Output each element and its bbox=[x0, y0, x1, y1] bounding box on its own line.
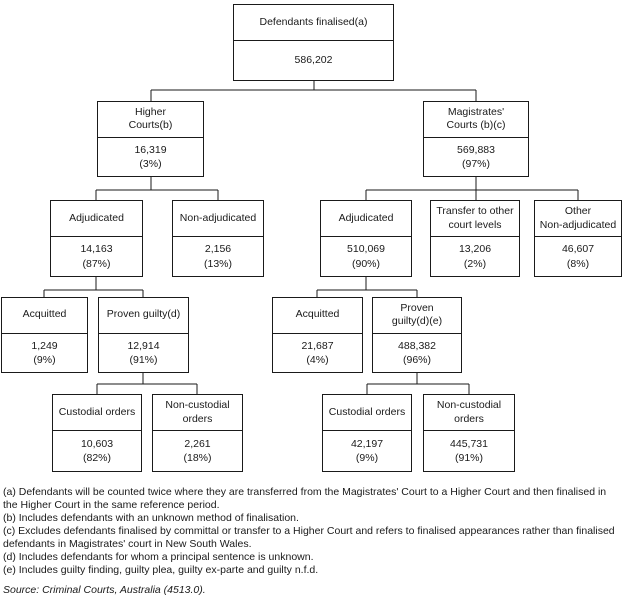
node-count: 10,603 bbox=[80, 438, 114, 451]
node-proven-guilty-magistrates: Proven guilty(d)(e) 488,382 (96%) bbox=[372, 297, 462, 373]
node-count: 2,156 bbox=[204, 243, 232, 256]
node-percent: (97%) bbox=[461, 157, 490, 170]
node-figures: 46,607 (8%) bbox=[535, 237, 621, 276]
node-defendants-finalised: Defendants finalised(a) 586,202 bbox=[233, 4, 394, 81]
node-figures: 569,883 (97%) bbox=[424, 138, 528, 176]
node-custodial-orders-magistrates: Custodial orders 42,197 (9%) bbox=[322, 394, 412, 472]
node-count: 488,382 bbox=[398, 339, 436, 352]
node-title: Acquitted bbox=[2, 298, 87, 334]
node-higher-courts: Higher Courts(b) 16,319 (3%) bbox=[97, 101, 204, 177]
node-title: Higher Courts(b) bbox=[98, 102, 203, 138]
node-figures: 2,261 (18%) bbox=[153, 431, 242, 471]
node-count: 586,202 bbox=[294, 54, 333, 67]
footnotes-block: (a) Defendants will be counted twice whe… bbox=[3, 486, 621, 577]
node-count: 46,607 bbox=[561, 243, 595, 256]
node-percent: (8%) bbox=[566, 257, 590, 270]
node-title: Non-adjudicated bbox=[173, 201, 263, 237]
node-count: 21,687 bbox=[301, 339, 334, 352]
node-figures: 510,069 (90%) bbox=[321, 237, 411, 276]
node-percent: (9%) bbox=[33, 353, 56, 366]
node-title: Transfer to other court levels bbox=[431, 201, 519, 237]
node-percent: (96%) bbox=[402, 353, 431, 366]
node-other-non-adjudicated: Other Non-adjudicated 46,607 (8%) bbox=[534, 200, 622, 277]
node-count: 510,069 bbox=[347, 243, 385, 256]
node-percent: (87%) bbox=[82, 257, 111, 270]
node-transfer-other-court-levels: Transfer to other court levels 13,206 (2… bbox=[430, 200, 520, 277]
node-percent: (91%) bbox=[454, 452, 483, 465]
node-adjudicated-magistrates: Adjudicated 510,069 (90%) bbox=[320, 200, 412, 277]
node-title: Custodial orders bbox=[53, 395, 141, 432]
node-figures: 1,249 (9%) bbox=[2, 334, 87, 372]
node-acquitted-magistrates: Acquitted 21,687 (4%) bbox=[272, 297, 363, 373]
node-percent: (4%) bbox=[306, 353, 329, 366]
node-title: Custodial orders bbox=[323, 395, 411, 432]
node-title: Proven guilty(d) bbox=[99, 298, 188, 334]
node-percent: (18%) bbox=[183, 452, 212, 465]
footnote-a: (a) Defendants will be counted twice whe… bbox=[3, 486, 607, 511]
node-count: 13,206 bbox=[458, 243, 492, 256]
node-count: 1,249 bbox=[31, 339, 58, 352]
footnote-b: (b) Includes defendants with an unknown … bbox=[3, 512, 299, 524]
node-figures: 13,206 (2%) bbox=[431, 237, 519, 276]
node-title: Adjudicated bbox=[51, 201, 142, 237]
node-count: 12,914 bbox=[127, 339, 160, 352]
node-adjudicated-higher: Adjudicated 14,163 (87%) bbox=[50, 200, 143, 277]
node-percent: (90%) bbox=[351, 257, 380, 270]
node-title: Acquitted bbox=[273, 298, 362, 334]
node-figures: 21,687 (4%) bbox=[273, 334, 362, 372]
node-percent: (2%) bbox=[463, 257, 487, 270]
node-count: 42,197 bbox=[350, 438, 384, 451]
node-percent: (82%) bbox=[82, 452, 111, 465]
node-non-adjudicated-higher: Non-adjudicated 2,156 (13%) bbox=[172, 200, 264, 277]
node-figures: 2,156 (13%) bbox=[173, 237, 263, 276]
node-figures: 12,914 (91%) bbox=[99, 334, 188, 372]
node-title: Adjudicated bbox=[321, 201, 411, 237]
node-count: 14,163 bbox=[80, 243, 113, 256]
node-count: 445,731 bbox=[450, 438, 488, 451]
node-title: Non-custodial orders bbox=[153, 395, 242, 432]
node-percent: (91%) bbox=[129, 353, 158, 366]
node-figures: 10,603 (82%) bbox=[53, 431, 141, 471]
node-title: Non-custodial orders bbox=[424, 395, 514, 432]
node-magistrates-courts: Magistrates' Courts (b)(c) 569,883 (97%) bbox=[423, 101, 529, 177]
footnote-c: (c) Excludes defendants finalised by com… bbox=[3, 525, 615, 550]
node-title: Defendants finalised(a) bbox=[234, 5, 393, 41]
node-figures: 586,202 bbox=[234, 41, 393, 80]
node-percent: (9%) bbox=[355, 452, 379, 465]
node-title: Magistrates' Courts (b)(c) bbox=[424, 102, 528, 138]
node-percent: (3%) bbox=[139, 157, 162, 170]
node-figures: 14,163 (87%) bbox=[51, 237, 142, 276]
node-figures: 42,197 (9%) bbox=[323, 431, 411, 471]
node-custodial-orders-higher: Custodial orders 10,603 (82%) bbox=[52, 394, 142, 472]
node-proven-guilty-higher: Proven guilty(d) 12,914 (91%) bbox=[98, 297, 189, 373]
node-figures: 16,319 (3%) bbox=[98, 138, 203, 176]
node-percent: (13%) bbox=[203, 257, 232, 270]
footnote-d: (d) Includes defendants for whom a princ… bbox=[3, 551, 314, 563]
node-figures: 488,382 (96%) bbox=[373, 334, 461, 372]
node-count: 16,319 bbox=[134, 143, 167, 156]
node-non-custodial-orders-higher: Non-custodial orders 2,261 (18%) bbox=[152, 394, 243, 472]
node-non-custodial-orders-magistrates: Non-custodial orders 445,731 (91%) bbox=[423, 394, 515, 472]
footnote-e: (e) Includes guilty finding, guilty plea… bbox=[3, 564, 319, 576]
node-title: Other Non-adjudicated bbox=[535, 201, 621, 237]
node-title: Proven guilty(d)(e) bbox=[373, 298, 461, 334]
node-acquitted-higher: Acquitted 1,249 (9%) bbox=[1, 297, 88, 373]
source-line: Source: Criminal Courts, Australia (4513… bbox=[3, 584, 206, 596]
node-count: 2,261 bbox=[184, 438, 211, 451]
node-figures: 445,731 (91%) bbox=[424, 431, 514, 471]
node-count: 569,883 bbox=[457, 143, 495, 156]
